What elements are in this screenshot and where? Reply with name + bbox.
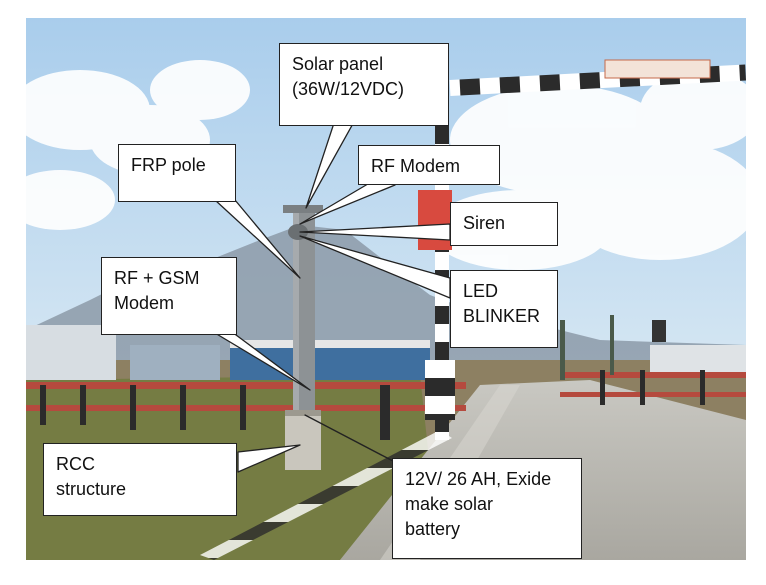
callout-battery: 12V/ 26 AH, Exide make solar battery xyxy=(392,458,582,559)
solar-panel-top xyxy=(283,205,323,213)
callout-solar-panel: Solar panel (36W/12VDC) xyxy=(279,43,449,126)
callout-rf-modem-line1: RF Modem xyxy=(371,156,461,176)
modem-box xyxy=(288,224,308,240)
callout-battery-line3: battery xyxy=(405,519,461,539)
crossing-sign xyxy=(604,59,711,79)
building-right xyxy=(650,345,746,375)
callout-solar-panel-line2: (36W/12VDC) xyxy=(292,79,405,99)
callout-rf-gsm-modem: RF + GSM Modem xyxy=(101,257,237,335)
callout-battery-line2: make solar xyxy=(405,494,494,514)
callout-rcc-structure-line1: RCC xyxy=(56,454,95,474)
callout-frp-pole-line1: FRP pole xyxy=(131,155,206,175)
callout-rf-gsm-modem-line2: Modem xyxy=(114,293,175,313)
building-blue xyxy=(230,345,430,380)
callout-led-blinker-line2: BLINKER xyxy=(463,306,541,326)
callout-siren-line1: Siren xyxy=(463,213,506,233)
callout-led-blinker: LED BLINKER xyxy=(450,270,558,348)
railing-posts xyxy=(40,370,705,440)
callout-battery-line1: 12V/ 26 AH, Exide xyxy=(405,469,552,489)
callout-solar-panel-line1: Solar panel xyxy=(292,54,384,74)
callout-rcc-structure-line2: structure xyxy=(56,479,127,499)
callout-rf-gsm-modem-line1: RF + GSM xyxy=(114,268,200,288)
callout-siren: Siren xyxy=(450,202,558,246)
leader-lines xyxy=(209,119,451,473)
rcc-base xyxy=(285,410,321,470)
callout-frp-pole: FRP pole xyxy=(118,144,236,202)
callout-rf-modem: RF Modem xyxy=(358,145,500,185)
callout-led-blinker-line1: LED xyxy=(463,281,499,301)
callout-rcc-structure: RCC structure xyxy=(43,443,237,516)
siren-box xyxy=(418,190,452,250)
